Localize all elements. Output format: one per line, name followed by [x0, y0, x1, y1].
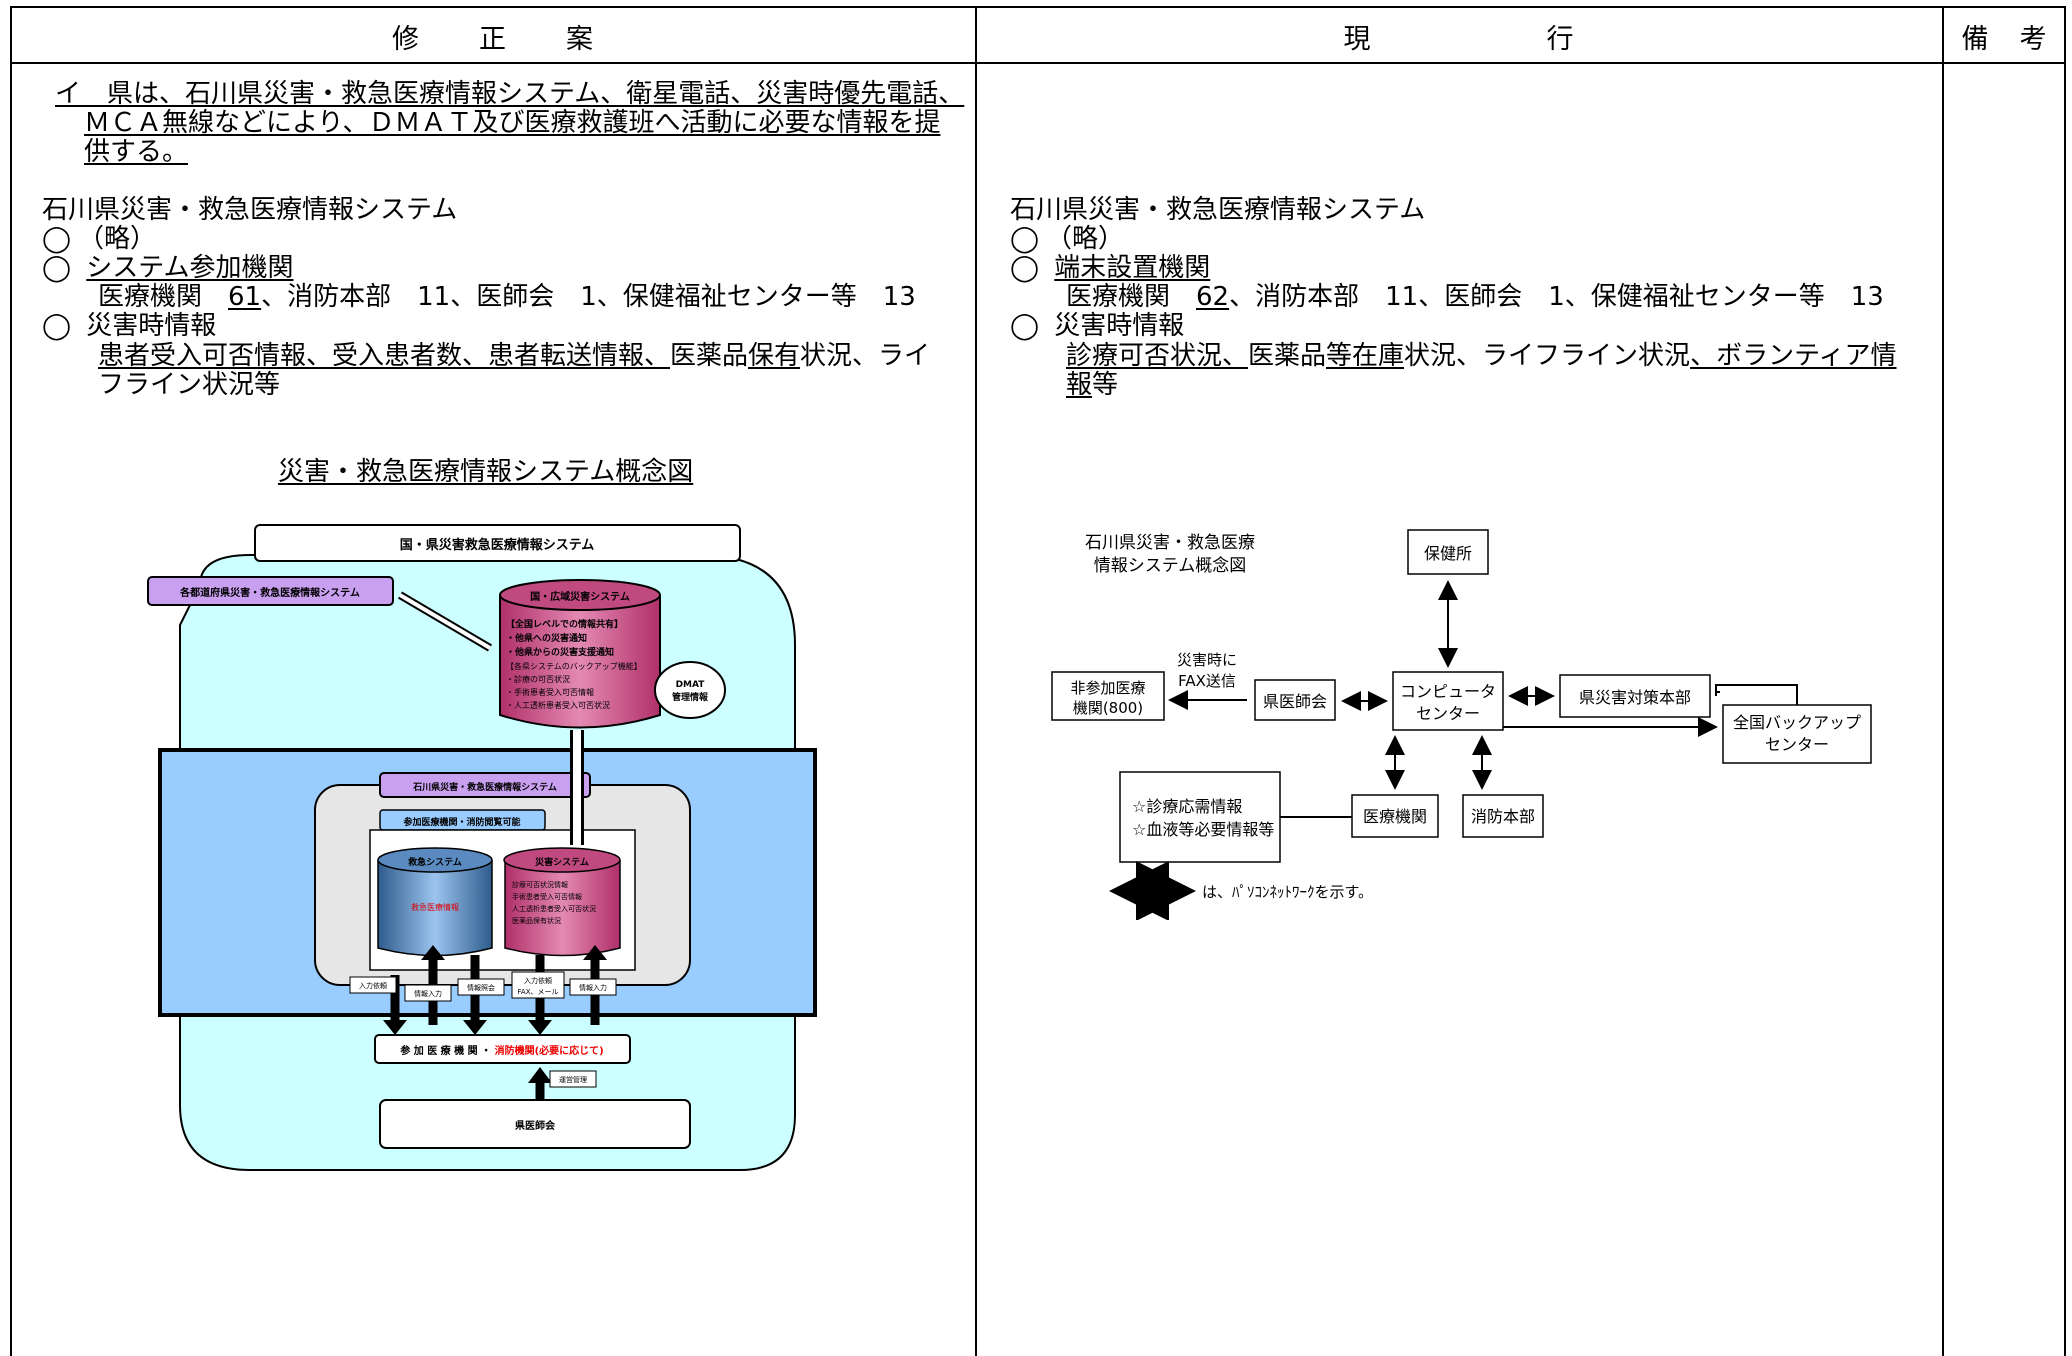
- svg-text:消防本部: 消防本部: [1471, 807, 1535, 826]
- svg-text:医薬品保有状況: 医薬品保有状況: [512, 916, 561, 925]
- svg-text:☆診療応需情報: ☆診療応需情報: [1132, 797, 1242, 816]
- svg-text:全国バックアップ: 全国バックアップ: [1733, 713, 1861, 732]
- column-divider: [975, 6, 977, 1356]
- svg-text:県災害対策本部: 県災害対策本部: [1579, 688, 1691, 707]
- svg-text:管理情報: 管理情報: [672, 691, 709, 703]
- svg-text:非参加医療: 非参加医療: [1070, 679, 1145, 697]
- svg-text:災害時に: 災害時に: [1177, 651, 1237, 669]
- participants-line: 医療機関 61、消防本部 11、医師会 1、保健福祉センター等 13: [98, 282, 916, 312]
- prefs-system-box: [147, 576, 394, 606]
- svg-text:運営管理: 運営管理: [559, 1075, 587, 1084]
- svg-text:機関(800): 機関(800): [1073, 699, 1143, 717]
- svg-text:県医師会: 県医師会: [515, 1119, 555, 1132]
- participants-heading: ◯ システム参加機関: [42, 253, 294, 283]
- terminal-line: 医療機関 62、消防本部 11、医師会 1、保健福祉センター等 13: [1066, 282, 1884, 312]
- item-i-line1: イ 県は、石川県災害・救急医療情報システム、衛星電話、災害時優先電話、: [55, 79, 965, 109]
- svg-text:・他県からの災害支援通知: ・他県からの災害支援通知: [506, 646, 614, 658]
- svg-text:情報入力: 情報入力: [579, 983, 607, 992]
- proposed-concept-diagram: 国・県災害救急医療情報システム 各都道府県災害・救急医療情報システム 国・広域災…: [147, 524, 817, 1171]
- svg-text:・診療の可否状況: ・診療の可否状況: [506, 674, 570, 684]
- svg-text:医療機関: 医療機関: [1363, 807, 1427, 826]
- svg-text:☆血液等必要情報等: ☆血液等必要情報等: [1132, 820, 1274, 839]
- svg-text:入力依頼: 入力依頼: [524, 976, 552, 985]
- svg-text:入力依頼: 入力依頼: [359, 981, 387, 990]
- wide-system-cylinder: [499, 595, 661, 729]
- item-i-line2: ＭＣＡ無線などにより、ＤＭＡＴ及び医療救護班へ活動に必要な情報を提: [84, 108, 941, 138]
- system-title-current: 石川県災害・救急医療情報システム: [1010, 195, 1426, 225]
- svg-text:石川県災害・救急医療情報システム: 石川県災害・救急医療情報システム: [412, 781, 557, 793]
- svg-text:参加医療機関・消防閲覧可能: 参加医療機関・消防閲覧可能: [403, 816, 520, 828]
- svg-text:石川県災害・救急医療: 石川県災害・救急医療: [1085, 533, 1255, 553]
- svg-text:保健所: 保健所: [1424, 544, 1472, 563]
- disaster-cylinder: [504, 860, 621, 957]
- svg-text:情報入力: 情報入力: [414, 989, 442, 998]
- participants-box: [374, 1034, 631, 1064]
- svg-text:センター: センター: [1765, 735, 1829, 754]
- flow-labels: 入力依頼 情報入力 情報照会 入力依頼 FAX、メール 情報入力: [349, 971, 617, 1002]
- item-i-line3: 供する。: [84, 137, 189, 167]
- medical-association-box-current: [1254, 679, 1336, 721]
- nonparticipant-box: [1051, 671, 1165, 721]
- terminal-heading: ◯ 端末設置機関: [1010, 253, 1211, 283]
- hq-box: [1559, 674, 1711, 718]
- remarks-column: [1944, 64, 2064, 1354]
- svg-text:災害システム: 災害システム: [534, 856, 589, 868]
- diagram-title: 災害・救急医療情報システム概念図: [278, 457, 694, 487]
- svg-text:救急システム: 救急システム: [408, 856, 462, 868]
- system-title: 石川県災害・救急医療情報システム: [42, 195, 458, 225]
- svg-text:FAX、メール: FAX、メール: [518, 988, 559, 996]
- disaster-heading-current: ◯ 災害時情報: [1010, 311, 1185, 341]
- ryaku-line-current: ◯（略）: [1010, 224, 1125, 254]
- header-divider: [10, 62, 2066, 64]
- svg-text:【各県システムのバックアップ機能】: 【各県システムのバックアップ機能】: [506, 661, 642, 671]
- disaster-line1: 患者受入可否情報、受入患者数、患者転送情報、医薬品保有状況、ライ: [98, 341, 931, 371]
- computer-center-box: [1392, 671, 1504, 731]
- svg-text:人工透析患者受入可否状況: 人工透析患者受入可否状況: [512, 904, 596, 913]
- svg-text:FAX送信: FAX送信: [1178, 672, 1236, 690]
- table-frame: [10, 6, 2066, 1356]
- svg-text:手術患者受入可否情報: 手術患者受入可否情報: [512, 892, 582, 901]
- network-links: [1168, 580, 1720, 818]
- svg-text:・他県への災害通知: ・他県への災害通知: [506, 632, 587, 644]
- svg-text:は、ﾊﾟｿｺﾝﾈｯﾄﾜｰｸを示す。: は、ﾊﾟｿｺﾝﾈｯﾄﾜｰｸを示す。: [1202, 883, 1373, 901]
- svg-text:DMAT: DMAT: [676, 680, 706, 690]
- svg-text:・手術患者受入可否情報: ・手術患者受入可否情報: [506, 687, 594, 697]
- header-proposed: 修 正 案: [392, 23, 595, 55]
- header-current: 現 行: [1343, 23, 1576, 55]
- hokenjo-box: [1407, 529, 1489, 575]
- disaster-line2: フライン状況等: [98, 370, 281, 400]
- ishikawa-system-box: [379, 772, 591, 798]
- info-box: [1119, 771, 1281, 863]
- prefs-system-label: 各都道府県災害・救急医療情報システム: [179, 586, 360, 599]
- svg-text:情報システム概念図: 情報システム概念図: [1094, 555, 1247, 576]
- svg-text:診療可否状況情報: 診療可否状況情報: [512, 880, 568, 889]
- disaster-heading: ◯ 災害時情報: [42, 311, 217, 341]
- svg-text:県医師会: 県医師会: [1263, 692, 1327, 711]
- svg-text:【全国レベルでの情報共有】: 【全国レベルでの情報共有】: [506, 618, 623, 630]
- disaster-line1-current: 診療可否状況、医薬品等在庫状況、ライフライン状況、ボランティア情: [1066, 341, 1897, 371]
- fire-dept-box: [1462, 794, 1544, 838]
- current-concept-diagram: 石川県災害・救急医療 情報システム概念図 保健所 コンピュータ センター 県医師…: [1051, 529, 1872, 920]
- item-marker: イ: [55, 79, 82, 109]
- national-system-box: [254, 524, 741, 562]
- svg-text:センター: センター: [1416, 704, 1480, 723]
- dmat-oval: [654, 661, 726, 719]
- medical-association-box: [379, 1099, 691, 1149]
- disaster-line2-current: 報等: [1066, 370, 1119, 400]
- svg-text:・人工透析患者受入可否状況: ・人工透析患者受入可否状況: [506, 700, 610, 710]
- svg-text:情報照会: 情報照会: [467, 983, 495, 992]
- column-divider: [1942, 6, 1944, 1356]
- svg-text:コンピュータ: コンピュータ: [1400, 682, 1496, 701]
- ryaku-line: ◯（略）: [42, 224, 157, 254]
- svg-text:国・広域災害システム: 国・広域災害システム: [530, 590, 630, 603]
- header-remarks: 備 考: [1961, 23, 2049, 55]
- svg-text:参 加 医 療 機 関 ・ 消防機関(必要に応じて): 参 加 医 療 機 関 ・ 消防機関(必要に応じて): [400, 1044, 604, 1057]
- svg-text:救急医療情報: 救急医療情報: [411, 902, 459, 912]
- national-system-label: 国・県災害救急医療情報システム: [400, 537, 595, 553]
- ops-label: [549, 1070, 597, 1088]
